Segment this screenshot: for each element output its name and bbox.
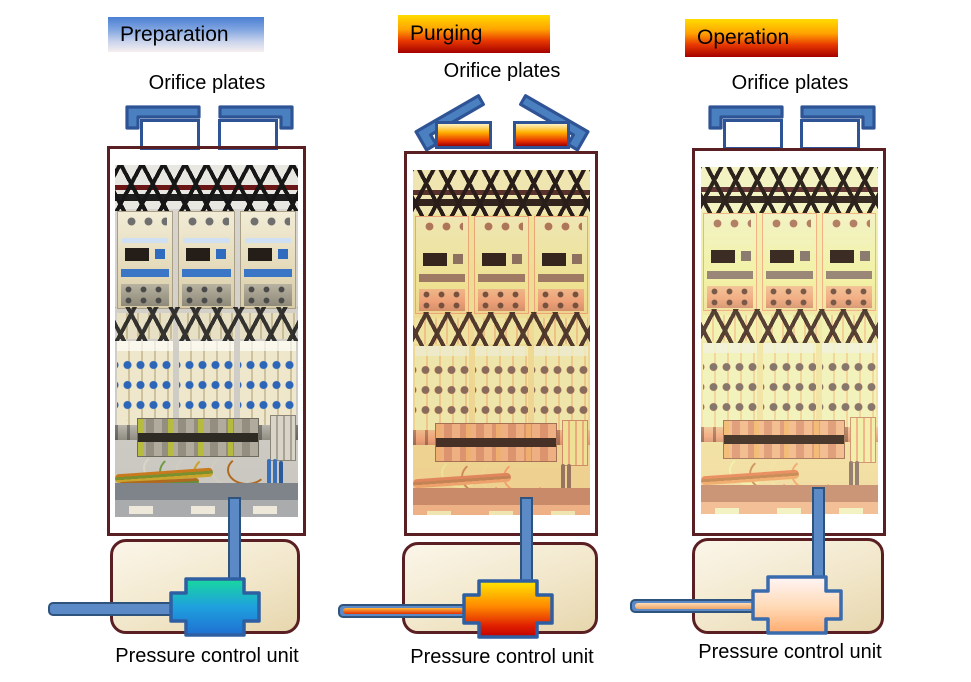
stage-column-preparation: Preparation Orifice plates bbox=[48, 0, 307, 682]
circuit-breaker bbox=[117, 211, 174, 309]
pressure-valve-shape bbox=[169, 577, 261, 637]
orifice-cap-icon bbox=[707, 104, 785, 131]
photo-terminal-strip bbox=[270, 415, 296, 461]
pressure-valve-shape bbox=[751, 575, 843, 635]
cabinet-frame bbox=[692, 148, 886, 536]
stage-title-badge: Operation bbox=[685, 19, 838, 57]
stage-title-badge: Preparation bbox=[108, 17, 264, 52]
pressure-valve-shape bbox=[462, 579, 554, 639]
photo-wire-loops bbox=[115, 165, 298, 211]
pressure-control-unit-label: Pressure control unit bbox=[410, 646, 594, 668]
cabinet-frame bbox=[107, 146, 306, 536]
photo-terminal-block bbox=[137, 418, 259, 457]
orifice-plate-hot bbox=[435, 121, 492, 149]
horizontal-pipe-shape bbox=[48, 602, 174, 616]
orifice-plate bbox=[140, 119, 200, 150]
orifice-plates-label: Orifice plates bbox=[443, 60, 561, 82]
pressure-control-unit-label: Pressure control unit bbox=[698, 641, 882, 663]
circuit-breaker bbox=[239, 211, 296, 309]
photo-wire-loops bbox=[115, 307, 298, 341]
orifice-plate bbox=[723, 119, 783, 150]
photo-bottom-panel bbox=[115, 483, 298, 500]
stage-title-badge: Purging bbox=[398, 15, 550, 53]
orifice-plate-hot bbox=[513, 121, 570, 149]
pressure-control-unit-label: Pressure control unit bbox=[115, 645, 299, 667]
circuit-breaker bbox=[178, 211, 235, 309]
orifice-plates-label: Orifice plates bbox=[148, 72, 266, 94]
orifice-cap-icon bbox=[124, 104, 202, 131]
orifice-cap-icon bbox=[217, 104, 295, 131]
control-panel-photo-tinted bbox=[413, 170, 590, 515]
orifice-plates-label: Orifice plates bbox=[731, 72, 849, 94]
stage-column-operation: Operation Orifice plates bbox=[630, 0, 890, 682]
control-panel-photo bbox=[115, 165, 298, 517]
photo-breaker-row bbox=[117, 211, 296, 309]
stage-column-purging: Purging Orifice plates bbox=[338, 0, 602, 682]
orifice-plate bbox=[800, 119, 860, 150]
control-panel-photo-tinted bbox=[701, 167, 878, 514]
photo-relay-modules bbox=[117, 341, 297, 425]
cabinet-frame bbox=[404, 151, 598, 536]
horizontal-pipe-shape bbox=[630, 599, 755, 613]
horizontal-pipe-shape bbox=[338, 604, 466, 618]
orifice-cap-icon bbox=[799, 104, 877, 131]
